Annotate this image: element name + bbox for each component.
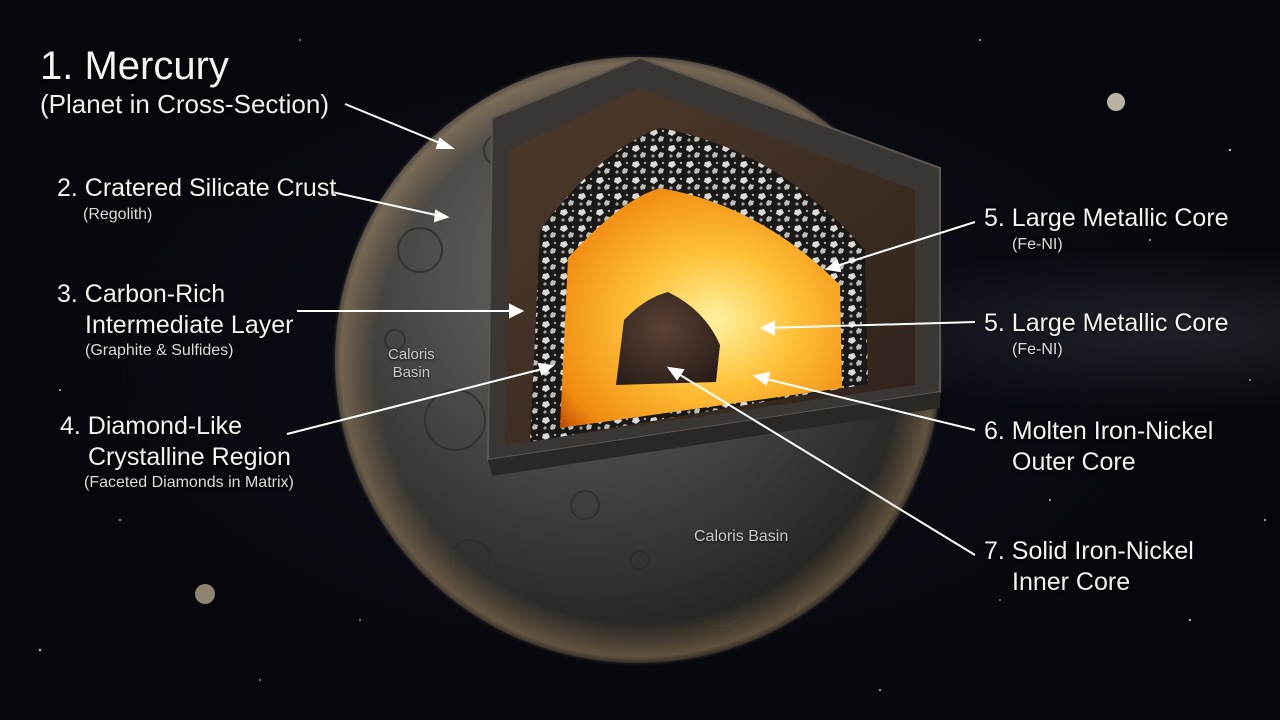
leader-line-inner-core [671, 369, 976, 556]
label-outer-core-line2: Outer Core [1012, 447, 1136, 476]
caloris-small-line1: Caloris [388, 346, 435, 363]
label-core-upper-detail: (Fe-NI) [1012, 235, 1063, 253]
leader-line-mercury [344, 103, 453, 149]
title-main: 1. Mercury [40, 44, 229, 88]
label-metallic-core-mid: 5. Large Metallic Core (Fe-NI) [984, 309, 1229, 358]
caloris-small-line2: Basin [392, 364, 431, 381]
diagram-title: 1. Mercury (Planet in Cross-Section) [40, 44, 329, 119]
cutaway-bottom-edge [488, 392, 940, 476]
label-diamond-detail: (Faceted Diamonds in Matrix) [84, 474, 294, 491]
star-field [38, 39, 1266, 691]
title-subtitle: (Planet in Cross-Section) [40, 89, 329, 119]
leader-line-core-upper [829, 221, 976, 269]
leader-line-core-mid [764, 321, 976, 329]
caloris-large-text: Caloris Basin [694, 528, 789, 545]
label-carbon-line1: 3. Carbon-Rich [57, 280, 226, 308]
moon-bottom-left [195, 584, 215, 604]
label-outer-core-line1: 6. Molten Iron-Nickel [984, 417, 1214, 445]
leader-line-diamond [286, 366, 551, 435]
label-core-mid-detail: (Fe-NI) [1012, 340, 1063, 358]
label-diamond-region: 4. Diamond-Like Crystalline Region (Face… [60, 412, 294, 492]
label-inner-core-line1: 7. Solid Iron-Nickel [984, 537, 1194, 565]
label-diamond-line2: Crystalline Region [88, 442, 291, 471]
label-crust: 2. Cratered Silicate Crust (Regolith) [57, 174, 337, 223]
inner-core [616, 292, 720, 385]
label-core-upper-name: 5. Large Metallic Core [984, 204, 1229, 232]
label-outer-core: 6. Molten Iron-Nickel Outer Core [984, 417, 1214, 476]
label-metallic-core-upper: 5. Large Metallic Core (Fe-NI) [984, 204, 1229, 253]
label-carbon-detail: (Graphite & Sulfides) [85, 342, 234, 359]
leader-lines [286, 103, 976, 556]
leader-line-crust [331, 191, 446, 218]
label-diamond-line1: 4. Diamond-Like [60, 412, 243, 440]
label-crust-detail: (Regolith) [83, 205, 153, 223]
cutaway-section [486, 56, 941, 476]
leader-line-outer-core [757, 376, 976, 431]
surface-label-caloris-large: Caloris Basin [694, 527, 788, 546]
moon-top-right [1107, 93, 1125, 111]
label-carbon-line2: Intermediate Layer [85, 310, 294, 339]
label-core-mid-name: 5. Large Metallic Core [984, 309, 1229, 337]
background-moons [195, 93, 1125, 604]
label-inner-core: 7. Solid Iron-Nickel Inner Core [984, 537, 1194, 596]
surface-label-caloris-small: Caloris Basin [388, 346, 435, 382]
label-carbon-layer: 3. Carbon-Rich Intermediate Layer (Graph… [57, 280, 294, 360]
label-inner-core-line2: Inner Core [1012, 567, 1131, 596]
label-crust-name: 2. Cratered Silicate Crust [57, 174, 337, 202]
